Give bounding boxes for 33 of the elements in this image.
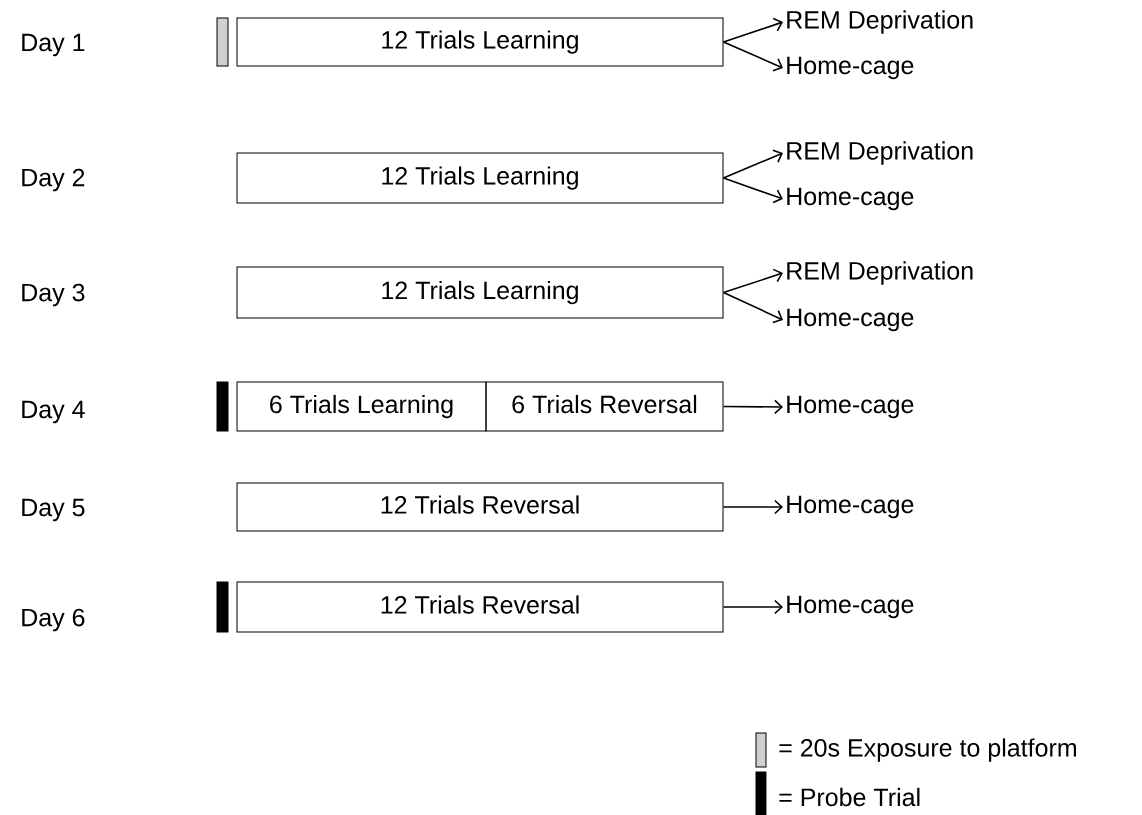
day-label: Day 2: [22, 168, 85, 192]
arrow: [722, 17, 783, 43]
arrow: [722, 399, 783, 415]
legend-text: = Probe Trial: [779, 787, 920, 807]
arrow: [722, 268, 783, 294]
day-label: Day 1: [22, 33, 85, 57]
session-box: 12 Trials Learning: [236, 152, 724, 204]
outcome-text: REM Deprivation: [787, 10, 973, 34]
arrow: [722, 149, 783, 179]
outcome-text: REM Deprivation: [787, 141, 973, 165]
outcome-text: REM Deprivation: [787, 261, 973, 285]
legend-text: = 20s Exposure to platform: [779, 738, 1076, 762]
arrow: [722, 177, 783, 204]
session-box: 12 Trials Learning: [236, 266, 724, 319]
arrow: [722, 599, 783, 615]
day-label: Day 3: [22, 283, 85, 307]
day-label: Day 5: [22, 498, 85, 522]
session-box: 6 Trials Learning: [236, 381, 487, 432]
session-box: 12 Trials Learning: [236, 17, 724, 67]
session-box: 6 Trials Reversal: [485, 381, 724, 432]
outcome-text: Home-cage: [787, 56, 914, 80]
outcome-text: Home-cage: [787, 308, 914, 332]
outcome-text: Home-cage: [787, 595, 914, 619]
session-box: 12 Trials Reversal: [236, 581, 724, 633]
day-label: Day 6: [22, 608, 85, 632]
arrow: [722, 41, 783, 72]
day-label: Day 4: [22, 400, 85, 424]
arrow: [722, 291, 783, 324]
outcome-text: Home-cage: [787, 395, 914, 419]
arrow: [722, 499, 783, 515]
outcome-text: Home-cage: [787, 495, 914, 519]
session-box: 12 Trials Reversal: [236, 482, 724, 532]
outcome-text: Home-cage: [787, 187, 914, 211]
